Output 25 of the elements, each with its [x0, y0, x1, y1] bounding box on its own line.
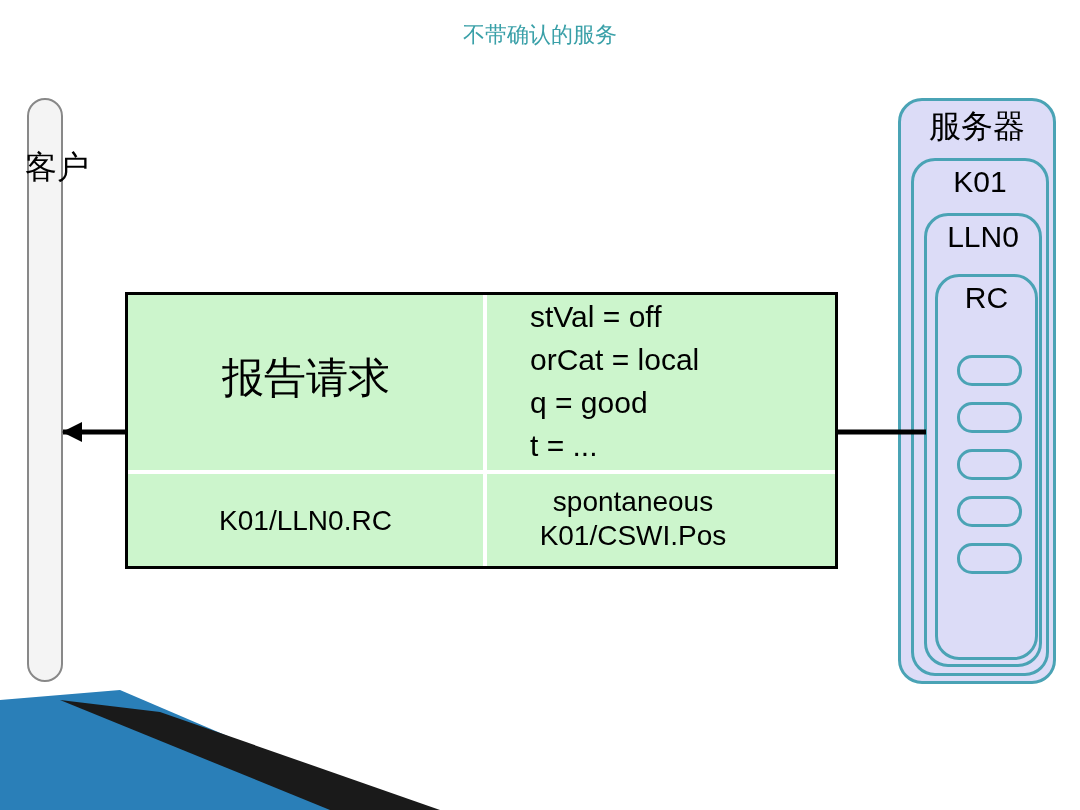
node-box: [924, 213, 1042, 667]
slot-box: [957, 402, 1022, 433]
value-line: stVal = off: [530, 300, 662, 334]
title: 不带确认的服务: [462, 21, 618, 49]
arrow: [62, 422, 125, 442]
server-box: [898, 98, 1056, 684]
device-box: [911, 158, 1049, 676]
block-box: [935, 274, 1038, 660]
value-line: orCat = local: [530, 343, 700, 377]
group-title: RC: [963, 281, 1010, 315]
slot-box: [957, 496, 1022, 527]
group-title: K01: [952, 165, 1008, 199]
slot-box: [957, 543, 1022, 574]
message-name: 报告请求: [220, 352, 391, 404]
group-title: LLN0: [946, 220, 1020, 254]
value-line: t = ...: [530, 429, 598, 463]
reference-text: K01/LLN0.RC: [218, 505, 393, 537]
slot-box: [957, 449, 1022, 480]
data-reference-text: spontaneous K01/CSWI.Pos: [538, 485, 728, 553]
group-title: 服务器: [928, 106, 1026, 147]
connector-line: [838, 429, 926, 435]
value-line: q = good: [530, 386, 648, 420]
message-table: [125, 292, 838, 569]
lifeline-label: 客户: [25, 147, 89, 188]
slot-box: [957, 355, 1022, 386]
